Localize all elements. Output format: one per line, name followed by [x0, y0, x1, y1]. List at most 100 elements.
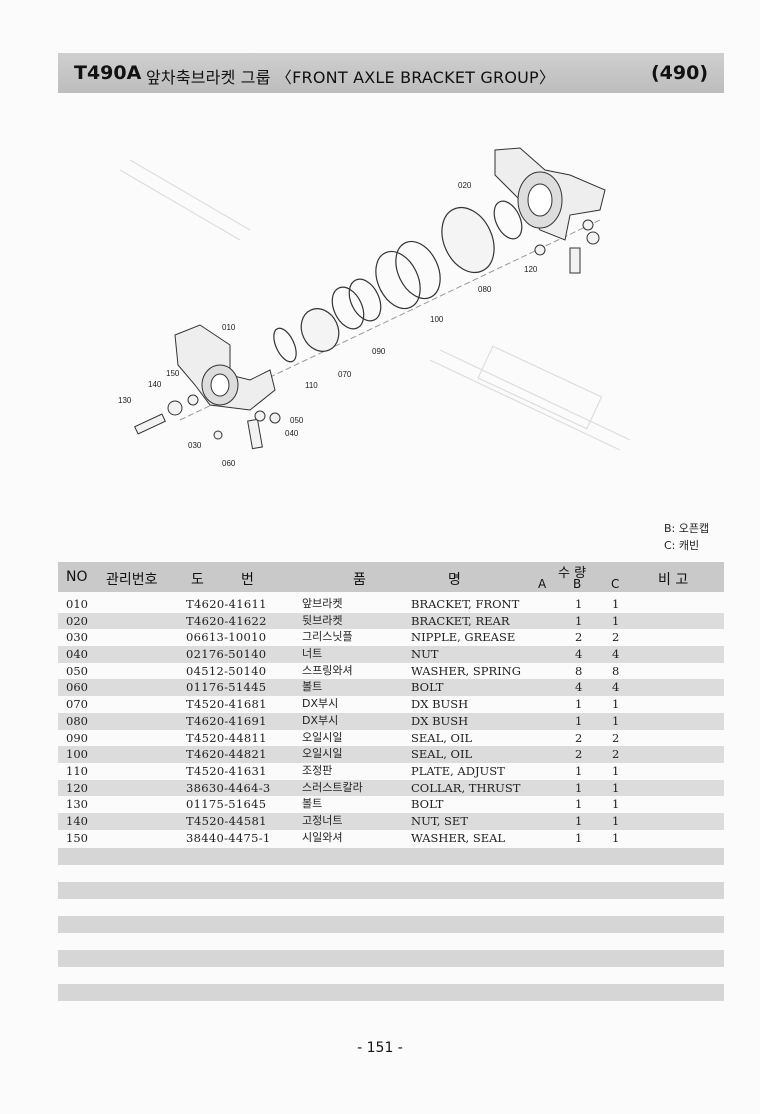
qty-b-cell: 1 [575, 780, 583, 795]
part-number-cell: 38440-4475-1 [186, 830, 271, 845]
part-no-cell: 140 [66, 813, 88, 828]
exploded-parts-diagram: 010 020 030 040 050 060 070 080 090 100 … [118, 147, 631, 468]
part-no-cell: 110 [66, 763, 88, 778]
part-no-cell: 020 [66, 613, 88, 628]
korean-name-cell: DX부시 [302, 713, 339, 727]
qty-b-cell: 1 [575, 813, 583, 828]
group-title: 앞차축브라켓 그룹 〈FRONT AXLE BRACKET GROUP〉 [146, 68, 556, 87]
callout-070: 070 [338, 370, 352, 379]
part-number-cell: T4520-44581 [186, 813, 267, 828]
page-number: - 151 - [357, 1040, 403, 1056]
korean-name-cell: 오일시일 [302, 747, 343, 761]
qty-b-cell: 1 [575, 597, 583, 611]
part-number-cell: 01175-51645 [186, 797, 267, 812]
qty-b-cell: 8 [575, 663, 583, 678]
korean-name-cell: DX부시 [302, 697, 339, 711]
table-row: 140 T4520-44581 고정너트 NUT, SET 1 1 [58, 812, 724, 830]
english-name-cell: NUT, SET [411, 813, 468, 828]
header-a: A [538, 577, 547, 591]
english-name-cell: COLLAR, THRUST [411, 780, 521, 795]
header-pum: 품 [353, 572, 366, 588]
korean-name-cell: 뒷브라켓 [302, 613, 343, 627]
qty-b-cell: 1 [575, 797, 583, 812]
table-header: NO 관리번호 도 번 품 명 수 량 A B C 비 고 [58, 562, 724, 592]
qty-c-cell: 1 [612, 763, 620, 778]
callout-110: 110 [305, 381, 318, 390]
qty-b-cell: 2 [575, 747, 583, 762]
header-b: B [573, 577, 582, 591]
part-no-cell: 060 [66, 680, 88, 695]
part-no-cell: 010 [66, 597, 88, 611]
qty-b-cell: 4 [575, 647, 583, 662]
qty-c-cell: 1 [612, 597, 620, 611]
empty-row-band [58, 848, 724, 865]
qty-c-cell: 1 [612, 813, 620, 828]
header-remarks: 비 고 [658, 572, 689, 588]
callout-140: 140 [148, 380, 162, 389]
callout-020: 020 [458, 181, 472, 190]
part-number-cell: 04512-50140 [186, 663, 267, 678]
english-name-cell: BRACKET, FRONT [411, 597, 520, 611]
english-name-cell: PLATE, ADJUST [411, 763, 505, 778]
callout-090: 090 [372, 347, 386, 356]
part-no-cell: 040 [66, 647, 88, 662]
qty-c-cell: 1 [612, 713, 620, 728]
qty-c-cell: 1 [612, 797, 620, 812]
part-number-cell: T4620-41611 [186, 597, 267, 611]
part-number-cell: T4620-44821 [186, 747, 267, 762]
header-myeong: 명 [448, 572, 461, 588]
part-no-cell: 080 [66, 713, 88, 728]
korean-name-cell: 너트 [302, 647, 323, 661]
part-number-cell: 06613-10010 [186, 630, 267, 645]
qty-c-cell: 1 [612, 780, 620, 795]
english-name-cell: DX BUSH [411, 713, 469, 728]
part-no-cell: 130 [66, 797, 88, 812]
english-name-cell: DX BUSH [411, 697, 469, 712]
callout-080: 080 [478, 285, 492, 294]
korean-name-cell: 앞브라켓 [302, 597, 343, 610]
english-name-cell: NIPPLE, GREASE [411, 630, 516, 645]
qty-b-cell: 1 [575, 713, 583, 728]
english-name-cell: BRACKET, REAR [411, 613, 510, 628]
part-number-cell: T4520-41631 [186, 763, 267, 778]
part-number-cell: T4620-41622 [186, 613, 267, 628]
qty-c-cell: 4 [612, 647, 620, 662]
korean-name-cell: 고정너트 [302, 813, 343, 827]
part-no-cell: 030 [66, 630, 88, 645]
callout-010: 010 [222, 323, 236, 332]
part-no-cell: 100 [66, 747, 88, 762]
part-no-cell: 150 [66, 830, 88, 845]
group-code: (490) [650, 62, 708, 84]
part-number-cell: 01176-51445 [186, 680, 267, 695]
part-no-cell: 050 [66, 663, 88, 678]
part-number-cell: T4620-41691 [186, 713, 267, 728]
legend-b: B: 오픈캡 [664, 522, 710, 535]
callout-060: 060 [222, 459, 236, 468]
callout-100: 100 [430, 315, 444, 324]
qty-c-cell: 2 [612, 730, 620, 745]
korean-name-cell: 시일와셔 [302, 830, 343, 844]
part-number-cell: 02176-50140 [186, 647, 267, 662]
english-name-cell: BOLT [411, 680, 444, 695]
qty-b-cell: 4 [575, 680, 583, 695]
english-name-cell: WASHER, SPRING [411, 663, 521, 678]
qty-c-cell: 2 [612, 747, 620, 762]
front-bracket-part [174, 324, 276, 411]
rear-bracket-part [494, 147, 606, 241]
qty-c-cell: 1 [612, 830, 620, 845]
header-do: 도 [191, 572, 204, 588]
korean-name-cell: 그리스닛플 [302, 630, 353, 644]
table-row: 080 T4620-41691 DX부시 DX BUSH 1 1 [58, 712, 724, 730]
qty-b-cell: 2 [575, 730, 583, 745]
qty-c-cell: 1 [612, 697, 620, 712]
empty-row-band [58, 882, 724, 899]
callout-130: 130 [118, 396, 132, 405]
part-no-cell: 120 [66, 780, 88, 795]
empty-row-band [58, 984, 724, 1001]
